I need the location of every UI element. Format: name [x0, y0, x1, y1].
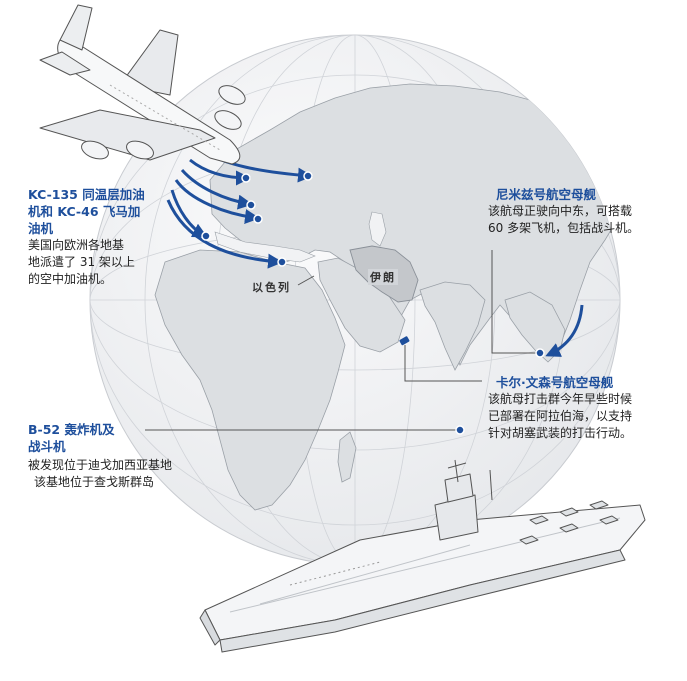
route-arrow-icon — [166, 199, 283, 269]
location-dot-icon — [201, 231, 211, 241]
nimitz-body-line1: 该航母正驶向中东，可搭载 — [488, 204, 633, 218]
location-dot-icon — [241, 173, 251, 183]
route-arrow-icon — [170, 189, 208, 238]
madagascar-land — [337, 431, 357, 483]
caspian-sea — [368, 211, 387, 247]
location-dot-icon — [246, 200, 256, 210]
location-dots — [201, 171, 545, 435]
location-dot-icon — [277, 257, 287, 267]
africa-land — [154, 249, 346, 511]
b52-body-line2: 该基地位于查戈斯群岛 — [34, 475, 155, 489]
nimitz-body-line2: 60 多架飞机，包括战斗机。 — [488, 221, 640, 235]
b52-title-line2: 战斗机 — [28, 439, 66, 454]
tankers-title-line2: 机和 KC-46 飞马加 — [28, 204, 141, 219]
location-dot-icon — [455, 425, 465, 435]
vinson-annotation: 卡尔·文森号航空母舰 该航母打击群今年早些时候 已部署在阿拉伯海，以支持 针对胡… — [488, 374, 683, 442]
b52-title-line1: B-52 轰炸机及 — [28, 422, 115, 437]
country-label-iran: 伊朗 — [368, 269, 398, 285]
tankers-annotation: KC-135 同温层加油 机和 KC-46 飞马加 油机 美国向欧洲各地基 地派… — [28, 186, 178, 288]
india-land — [419, 281, 486, 371]
nimitz-annotation: 尼米兹号航空母舰 该航母正驶向中东，可搭载 60 多架飞机，包括战斗机。 — [488, 186, 678, 237]
carrier-marker-icon — [399, 336, 410, 346]
tankers-body-line3: 的空中加油机。 — [28, 272, 113, 286]
vinson-body-line1: 该航母打击群今年早些时候 — [488, 392, 633, 406]
vinson-leader — [404, 345, 482, 382]
country-label-israel: 以色列 — [252, 281, 291, 294]
aircraft-carrier-icon — [199, 459, 646, 653]
vinson-body-line3: 针对胡塞武装的打击行动。 — [488, 426, 633, 440]
tankers-title-line3: 油机 — [28, 221, 54, 236]
tankers-body-line1: 美国向欧洲各地基 — [28, 238, 125, 252]
israel-leader — [297, 275, 315, 286]
leader-lines — [145, 250, 540, 431]
location-dot-icon — [253, 214, 263, 224]
mediterranean-sea — [214, 231, 316, 263]
location-dot-icon — [535, 348, 545, 358]
tankers-title-line1: KC-135 同温层加油 — [28, 187, 145, 202]
vinson-title: 卡尔·文森号航空母舰 — [496, 375, 614, 390]
route-arrow-icon — [180, 168, 253, 210]
b52-body-line1: 被发现位于迪戈加西亚基地 — [28, 458, 173, 472]
tankers-body-line2: 地派遣了 31 架以上 — [28, 255, 135, 269]
nimitz-leader — [491, 250, 540, 354]
route-arrow-icon — [174, 179, 260, 224]
vinson-body-line2: 已部署在阿拉伯海，以支持 — [488, 409, 633, 423]
location-dot-icon — [303, 171, 313, 181]
tanker-aircraft-icon — [39, 4, 246, 165]
nimitz-route-arrow — [545, 304, 584, 357]
nimitz-title: 尼米兹号航空母舰 — [496, 187, 597, 202]
b52-annotation: B-52 轰炸机及 战斗机 被发现位于迪戈加西亚基地 该基地位于查戈斯群岛 — [28, 421, 228, 491]
